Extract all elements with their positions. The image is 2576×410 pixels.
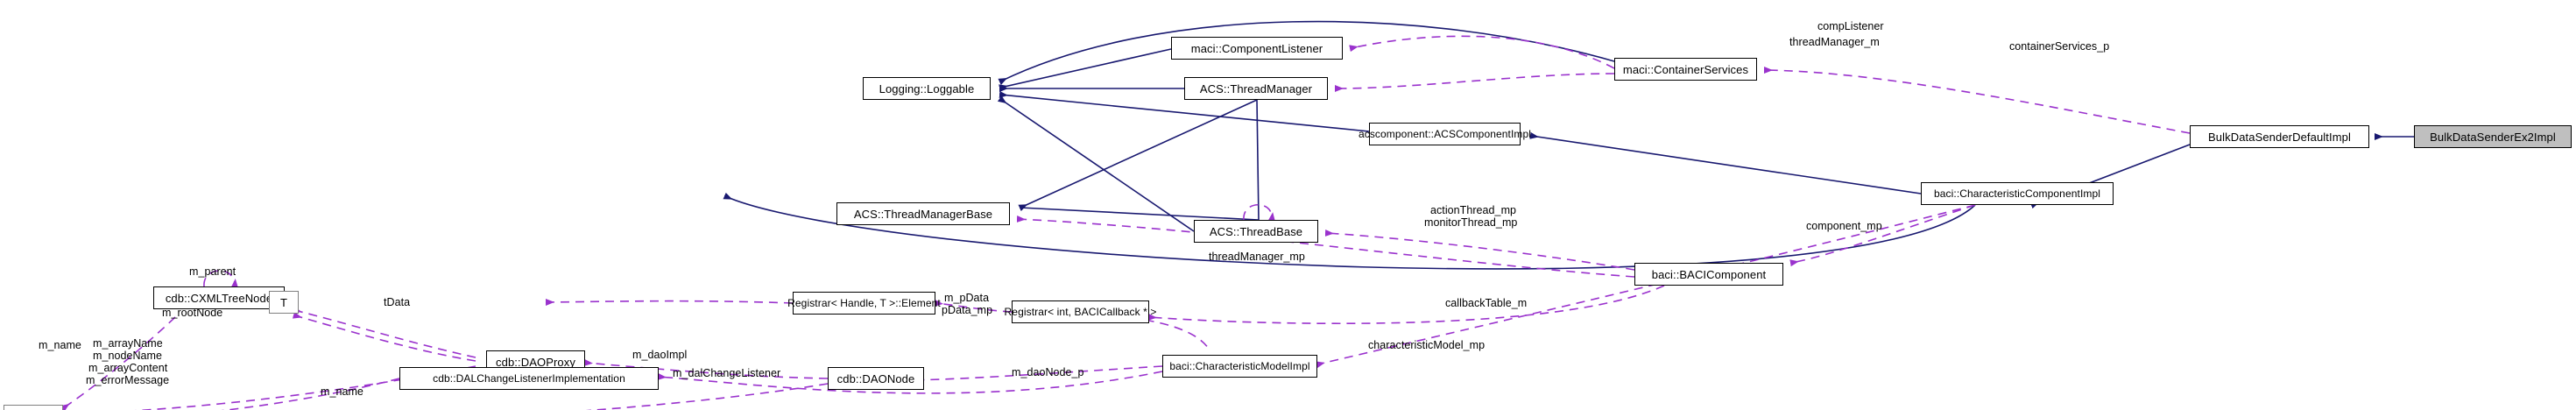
edge-label-m-dalchangelistener: m_dalChangeListener xyxy=(673,367,781,379)
node-baci-bacicomponent[interactable]: baci::BACIComponent xyxy=(1634,263,1783,286)
edge-label-m-name-1: m_name xyxy=(39,339,81,351)
node-cdb-cxmltreenode[interactable]: cdb::CXMLTreeNode xyxy=(153,286,285,309)
edge-label-m-rootnode: m_rootNode xyxy=(162,307,223,319)
edge-label-threadmanager-mp: threadManager_mp xyxy=(1209,251,1305,263)
edge-label-m-pdata: m_pData xyxy=(944,292,990,304)
node-acs-threadbase[interactable]: ACS::ThreadBase xyxy=(1194,220,1318,243)
edge-label-m-parent: m_parent xyxy=(189,265,236,278)
node-bulkdatasenderdefaultimpl[interactable]: BulkDataSenderDefaultImpl xyxy=(2190,125,2369,148)
node-cdb-daonode[interactable]: cdb::DAONode xyxy=(828,367,924,390)
edge-label-pdata-mp: pData_mp xyxy=(942,304,993,316)
node-template-parameter-t[interactable]: T xyxy=(269,291,299,314)
edge-label-m-arraycontent: m_arrayContent xyxy=(88,362,168,374)
node-acs-threadmanagerbase[interactable]: ACS::ThreadManagerBase xyxy=(836,202,1010,225)
node-acscomponent-acscomponentimpl[interactable]: acscomponent::ACSComponentImpl xyxy=(1359,123,1531,145)
node-baci-characteristicmodelimpl[interactable]: baci::CharacteristicModelImpl xyxy=(1162,355,1317,378)
edge-label-m-nodename: m_nodeName xyxy=(93,350,163,362)
edge-label-complistener: compListener xyxy=(1817,20,1884,32)
edge-label-actionthread-mp: actionThread_mp xyxy=(1430,204,1517,216)
edge-label-m-name-2: m_name xyxy=(321,385,363,398)
node-baci-characteristiccomponentimpl[interactable]: baci::CharacteristicComponentImpl xyxy=(1921,182,2114,205)
edge-label-component-mp: component_mp xyxy=(1806,220,1882,232)
edge-label-characteristicmodel-mp: characteristicModel_mp xyxy=(1368,339,1486,351)
edge-label-m-daonode-p: m_daoNode_p xyxy=(1012,366,1084,378)
edge-label-m-daoimpl: m_daoImpl xyxy=(632,349,688,361)
node-cdb-dalchangelistenerimplementation[interactable]: cdb::DALChangeListenerImplementation xyxy=(399,367,659,390)
edge-label-m-errormessage: m_errorMessage xyxy=(86,374,170,386)
node-maci-componentlistener[interactable]: maci::ComponentListener xyxy=(1171,37,1343,60)
node-maci-containerservices[interactable]: maci::ContainerServices xyxy=(1614,58,1757,81)
edge-label-m-arrayname: m_arrayName xyxy=(93,337,163,350)
node-bulkdatasenderex2impl[interactable]: BulkDataSenderEx2Impl xyxy=(2414,125,2572,148)
edge-label-monitorthread-mp: monitorThread_mp xyxy=(1424,216,1518,229)
node-acs-threadmanager[interactable]: ACS::ThreadManager xyxy=(1184,77,1328,100)
edge-label-tdata: tData xyxy=(384,296,411,308)
node-logging-loggable[interactable]: Logging::Loggable xyxy=(863,77,991,100)
edge-label-callbacktable-m: callbackTable_m xyxy=(1445,297,1528,309)
node-string[interactable]: string xyxy=(4,405,63,410)
node-registrar-int-bacicallback[interactable]: Registrar< int, BACICallback * > xyxy=(1005,300,1156,323)
edge-label-containerservices-p: containerServices_p xyxy=(2009,40,2110,53)
edge-label-threadmanager-m: threadManager_m xyxy=(1789,36,1880,48)
node-registrar-handle-t-element[interactable]: Registrar< Handle, T >::Element xyxy=(787,292,941,315)
